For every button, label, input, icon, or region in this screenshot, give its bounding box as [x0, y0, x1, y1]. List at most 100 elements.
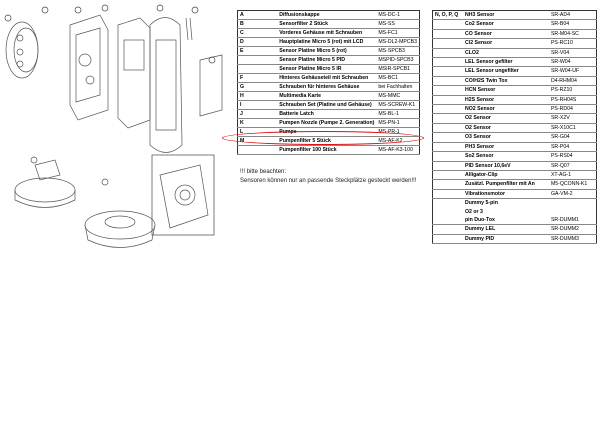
part-number: MS-SCREW-K1 [376, 100, 420, 110]
part-number: SR-Q07 [548, 161, 597, 171]
row-key [432, 113, 463, 124]
row-key: F [237, 73, 278, 83]
part-number: SR-W04-UF [548, 66, 597, 77]
part-name: Pumpenfilter 100 Stück [277, 145, 377, 155]
part-name: Pumpen Nozzle (Pumpe 2. Generation) [277, 118, 377, 128]
row-key [432, 95, 463, 106]
dummy-line: pin Duo-Tox [465, 216, 495, 223]
part-number: PS-RD04 [548, 104, 597, 115]
part-number: SR-P04 [548, 142, 597, 153]
detail-inset-drawing [151, 154, 215, 236]
part-name: Hinteres Gehäuseteil mit Schrauben [277, 73, 377, 83]
row-key [237, 55, 278, 65]
sensor-name: O2 Sensor [463, 123, 549, 134]
part-number: SR-DUMM2 [548, 224, 597, 235]
row-key: I [237, 100, 278, 110]
main-board-drawing [117, 17, 151, 129]
sensor-name: Co2 Sensor [463, 19, 549, 30]
exploded-parts-diagram [4, 4, 223, 248]
row-key [432, 198, 463, 226]
row-key: H [237, 91, 278, 101]
row-key [432, 19, 463, 30]
row-key [432, 224, 463, 235]
part-number: PS-RC10 [548, 38, 597, 49]
sensor-name: CO/H2S Twin Tox [463, 76, 549, 87]
row-key [432, 161, 463, 171]
sensor-name: CO Sensor [463, 29, 549, 40]
row-key: A [237, 10, 278, 20]
sensor-name: Alligator-Clip [463, 170, 549, 181]
part-number: PS-RZ10 [548, 85, 597, 96]
sensor-name: O3 Sensor [463, 132, 549, 143]
part-number: SR-V04 [548, 48, 597, 59]
row-key [432, 29, 463, 40]
part-number: MS-PR-1 [376, 127, 420, 137]
part-name: Pumpe [277, 127, 377, 137]
row-key: B [237, 19, 278, 29]
part-number: PS-RH04S [548, 95, 597, 106]
part-number: SR-DUMM3 [548, 234, 597, 245]
part-number: bei Fachhalten [376, 82, 420, 92]
row-key [432, 123, 463, 134]
row-key [237, 145, 278, 155]
sensor-name: CLO2 [463, 48, 549, 59]
part-number: SR-B04 [548, 19, 597, 30]
part-number: SR-W04 [548, 57, 597, 68]
row-key [237, 64, 278, 74]
part-number: MSIR-SPCB1 [376, 64, 420, 74]
row-key [432, 66, 463, 77]
sensor-name: LEL Sensor gefilter [463, 57, 549, 68]
note-heading: !!! bitte beachten: [240, 169, 287, 175]
row-key: M [237, 136, 278, 146]
part-number: SR-X2V [548, 113, 597, 124]
part-name: Sensor Platine Micro 5 (rot) [277, 46, 377, 56]
row-key [432, 76, 463, 87]
part-number: MS-BL-1 [376, 109, 420, 119]
note-text: Sensoren können nur an passende Steckplä… [240, 178, 417, 184]
part-number: SR-DUMM1 [548, 198, 597, 226]
part-name: Hauptplatine Micro 5 (rot) mit LCD [277, 37, 377, 47]
part-number: SR-G04 [548, 132, 597, 143]
labels [4, 4, 216, 64]
row-key [432, 179, 463, 190]
row-key: C [237, 28, 278, 38]
part-number: MS-AF-K3-100 [376, 145, 420, 155]
part-number: PS-RS04 [548, 151, 597, 162]
sensor-name: PID Sensor 10,6eV [463, 161, 549, 171]
part-number: SR-M04-SC [548, 29, 597, 40]
part-name: Schrauben Set (Platine und Gehäuse) [277, 100, 377, 110]
row-key [432, 85, 463, 96]
part-name: Schrauben für hinteres Gehäuse [277, 82, 377, 92]
row-key: E [237, 46, 278, 56]
part-name: Multimedia Karte [277, 91, 377, 101]
part-number: MS-SS [376, 19, 420, 29]
sensor-name: HCN Sensor [463, 85, 549, 96]
